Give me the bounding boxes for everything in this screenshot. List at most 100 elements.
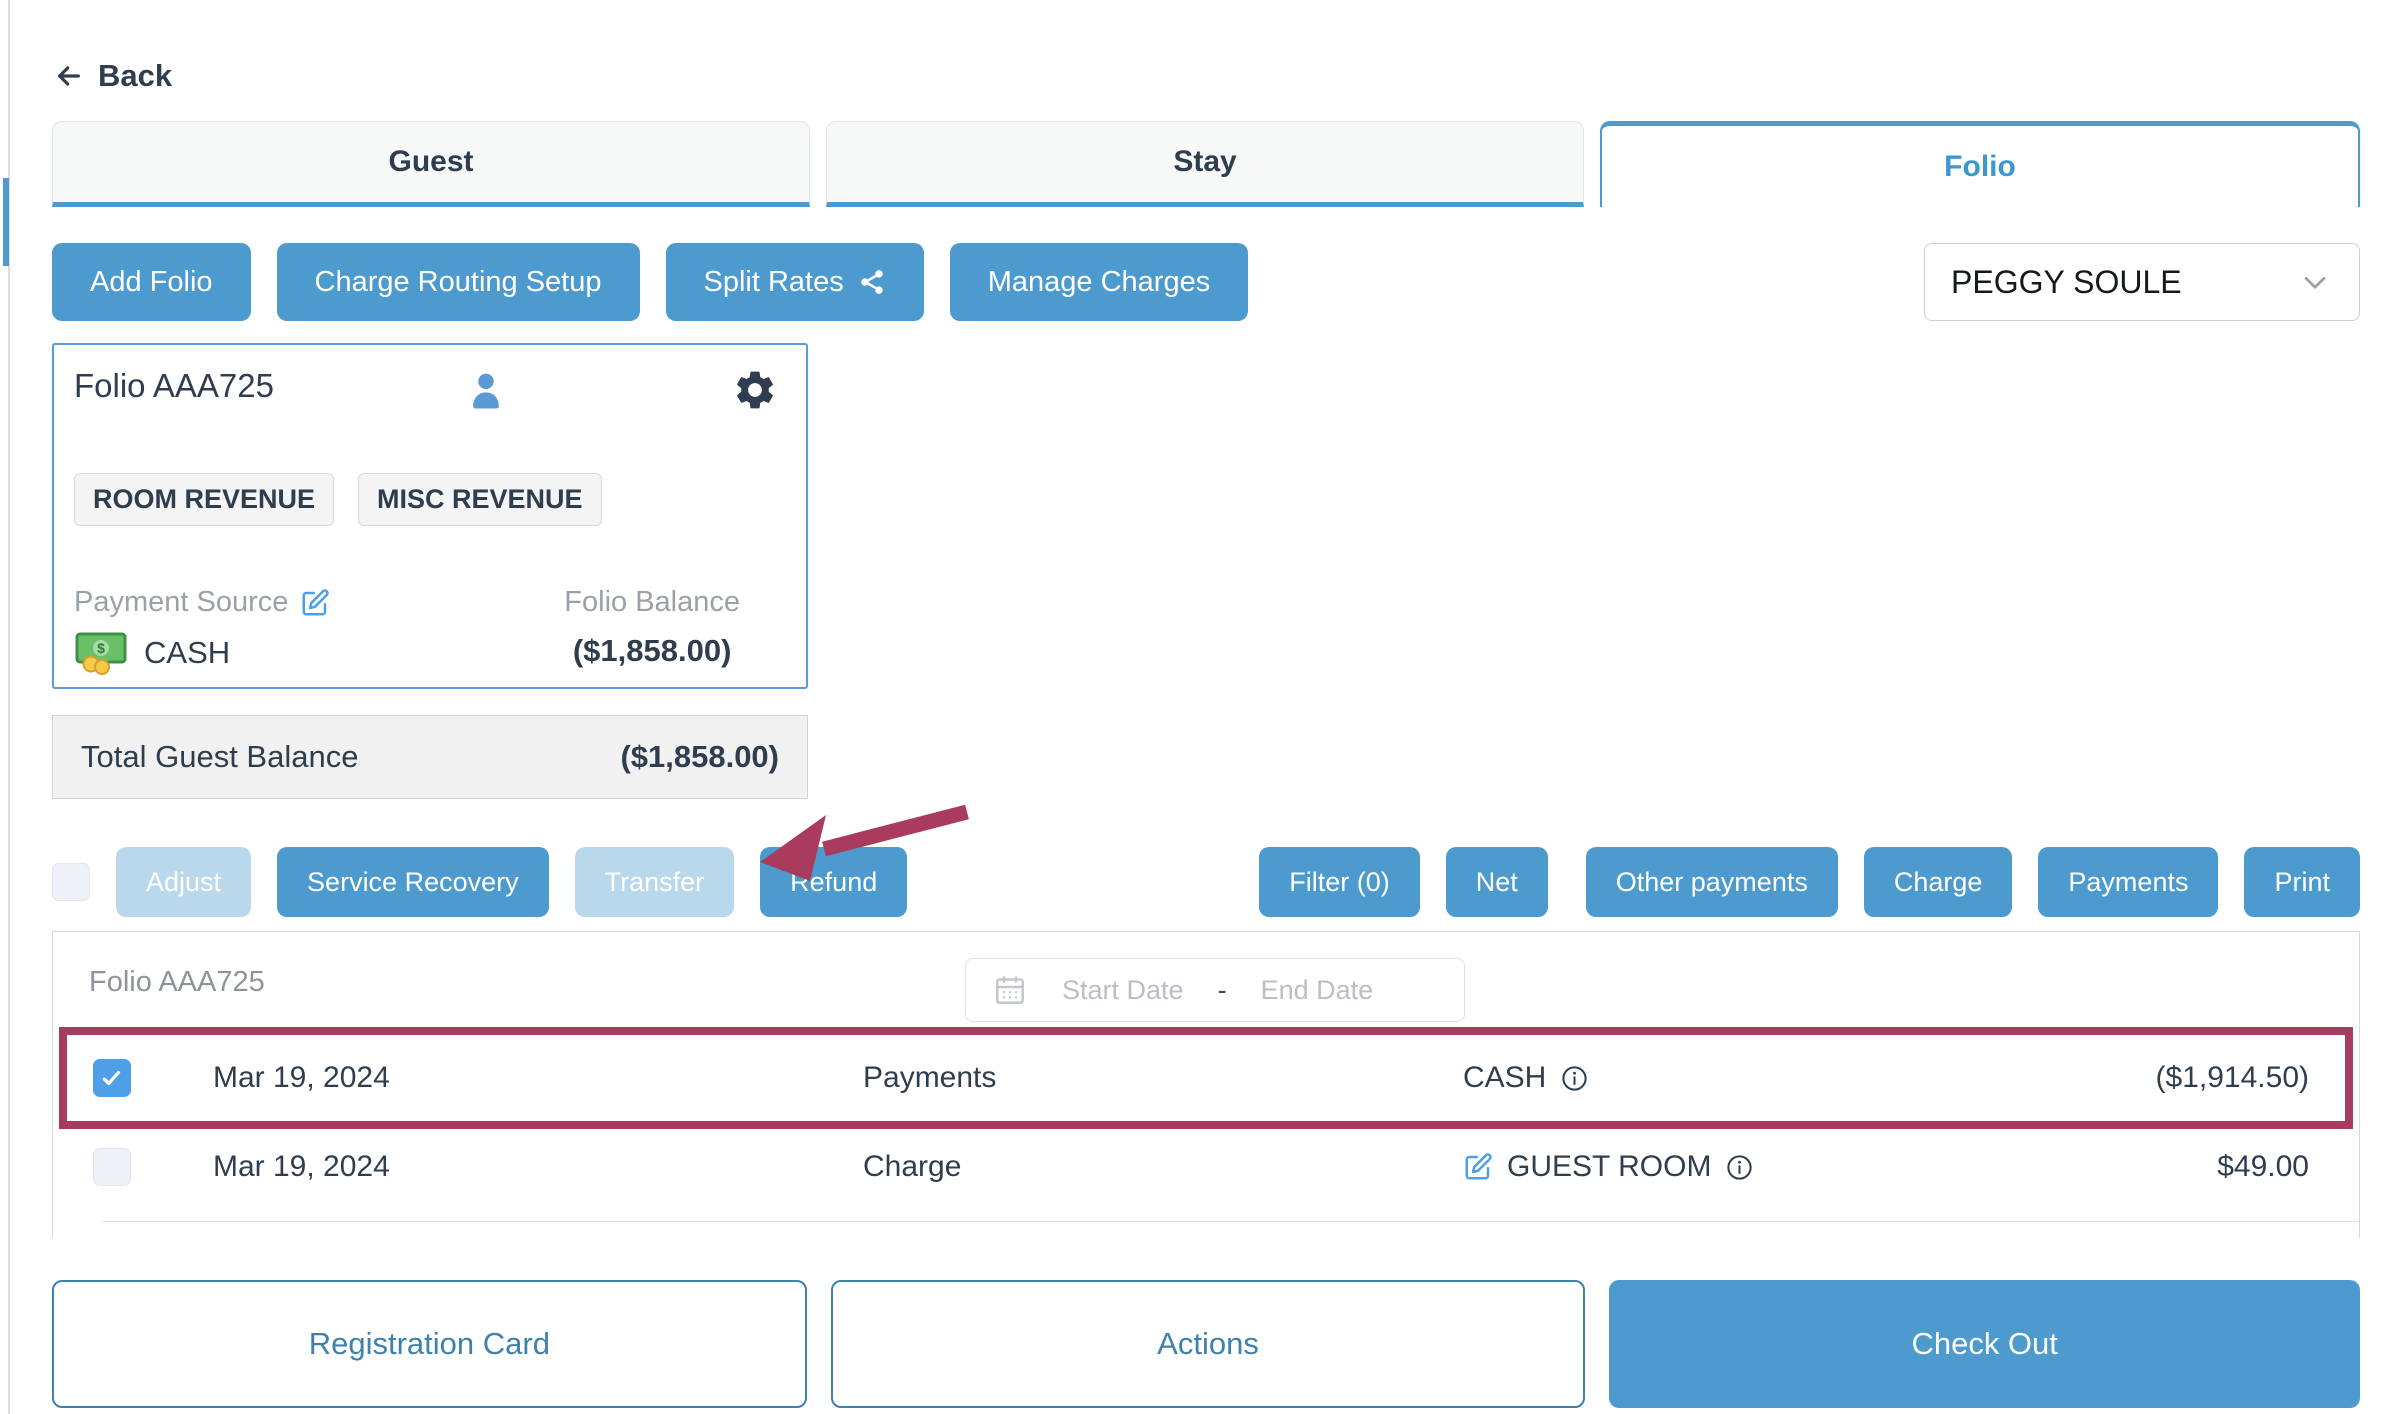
print-button[interactable]: Print — [2244, 847, 2360, 917]
actions-label: Actions — [1157, 1326, 1259, 1361]
folio-balance-label: Folio Balance — [564, 586, 740, 618]
tab-folio-label: Folio — [1944, 149, 2016, 183]
check-icon — [102, 1070, 121, 1086]
folio-card-bottom: Payment Source $ CASH Folio Balance — [74, 586, 786, 675]
check-out-label: Check Out — [1911, 1326, 2058, 1361]
transaction-description-text: CASH — [1463, 1061, 1547, 1094]
revenue-tag-row: ROOM REVENUE MISC REVENUE — [74, 473, 786, 526]
folio-balance-block: Folio Balance ($1,858.00) — [564, 586, 786, 675]
transaction-actions-row: Adjust Service Recovery Transfer Refund … — [52, 847, 2360, 917]
charge-button[interactable]: Charge — [1863, 847, 2013, 917]
service-recovery-button[interactable]: Service Recovery — [277, 847, 549, 917]
total-guest-balance-value: ($1,858.00) — [620, 739, 779, 774]
transaction-date: Mar 19, 2024 — [213, 1061, 390, 1094]
row-checkbox-checked[interactable] — [93, 1059, 131, 1097]
row-checkbox-cell — [93, 1148, 213, 1186]
folio-card-title: Folio AAA725 — [74, 367, 274, 404]
transaction-description: CASH — [1463, 1061, 1889, 1095]
info-icon[interactable] — [1560, 1064, 1589, 1093]
tag-misc-revenue: MISC REVENUE — [358, 473, 602, 526]
adjust-button[interactable]: Adjust — [116, 847, 252, 917]
actions-button[interactable]: Actions — [830, 1280, 1586, 1408]
manage-charges-button[interactable]: Manage Charges — [949, 243, 1249, 321]
filter-label: Filter (0) — [1289, 866, 1390, 897]
start-date-placeholder[interactable]: Start Date — [1062, 974, 1184, 1005]
transaction-row-charge: Mar 19, 2024 Charge GUEST ROOM $49.00 — [53, 1129, 2359, 1205]
refund-button[interactable]: Refund — [760, 847, 908, 917]
folio-balance-value: ($1,858.00) — [572, 633, 732, 668]
date-range-picker[interactable]: Start Date - End Date — [965, 958, 1465, 1022]
total-guest-balance-bar: Total Guest Balance ($1,858.00) — [52, 715, 808, 799]
adjust-label: Adjust — [146, 866, 222, 897]
other-payments-button[interactable]: Other payments — [1585, 847, 1838, 917]
charge-routing-setup-button[interactable]: Charge Routing Setup — [276, 243, 640, 321]
add-folio-button[interactable]: Add Folio — [52, 243, 251, 321]
back-button[interactable]: Back — [52, 56, 172, 96]
tab-bar: Guest Stay Folio — [52, 121, 2360, 207]
chevron-down-icon — [2304, 276, 2326, 289]
tab-stay[interactable]: Stay — [826, 121, 1584, 207]
charge-routing-label: Charge Routing Setup — [314, 265, 602, 298]
filter-button[interactable]: Filter (0) — [1259, 847, 1420, 917]
tab-folio[interactable]: Folio — [1600, 121, 2360, 207]
payments-label: Payments — [2068, 866, 2189, 897]
guest-selector-dropdown[interactable]: PEGGY SOULE — [1924, 243, 2360, 321]
tab-guest[interactable]: Guest — [52, 121, 810, 207]
select-all-checkbox[interactable] — [52, 863, 90, 901]
row-checkbox-unchecked[interactable] — [93, 1148, 131, 1186]
cash-money-icon: $ — [75, 632, 127, 675]
left-accent-bar — [3, 178, 9, 266]
folio-card-header: Folio AAA725 — [74, 367, 786, 415]
edit-charge-icon[interactable] — [1463, 1152, 1493, 1182]
transaction-date: Mar 19, 2024 — [213, 1150, 390, 1183]
row-divider — [101, 1221, 2359, 1222]
calendar-icon — [995, 976, 1025, 1005]
net-button[interactable]: Net — [1445, 847, 1548, 917]
print-label: Print — [2274, 866, 2330, 897]
date-separator: - — [1217, 974, 1227, 1005]
payments-button[interactable]: Payments — [2038, 847, 2219, 917]
guest-person-icon[interactable] — [464, 369, 508, 415]
registration-card-button[interactable]: Registration Card — [52, 1280, 807, 1408]
transactions-table: Folio AAA725 Start Date - End Date Mar 1… — [52, 931, 2360, 1238]
right-action-group: Other payments Charge Payments Print — [1585, 847, 2360, 917]
panel-edge-line — [8, 0, 10, 1414]
tag-room-revenue: ROOM REVENUE — [74, 473, 335, 526]
row-checkbox-cell — [93, 1059, 213, 1097]
transfer-button[interactable]: Transfer — [574, 847, 735, 917]
transfer-label: Transfer — [604, 866, 705, 897]
add-folio-label: Add Folio — [90, 265, 213, 298]
split-rates-button[interactable]: Split Rates — [665, 243, 924, 321]
folio-toolbar: Add Folio Charge Routing Setup Split Rat… — [52, 243, 2360, 321]
payment-source-value: CASH — [144, 635, 231, 670]
transaction-type: Charge — [863, 1150, 962, 1183]
footer-actions: Registration Card Actions Check Out — [52, 1280, 2361, 1408]
payment-source-block: Payment Source $ CASH — [74, 586, 330, 675]
info-icon[interactable] — [1725, 1153, 1754, 1182]
transaction-description: GUEST ROOM — [1463, 1150, 1889, 1184]
transactions-table-header: Folio AAA725 Start Date - End Date — [53, 932, 2359, 1027]
transactions-folio-label: Folio AAA725 — [89, 966, 265, 998]
folio-card: Folio AAA725 ROOM REVENUE MISC REVENUE P… — [52, 343, 808, 689]
share-icon — [861, 270, 883, 294]
back-label: Back — [98, 58, 173, 93]
transaction-amount: $49.00 — [2217, 1150, 2309, 1183]
transaction-amount: ($1,914.50) — [2155, 1061, 2309, 1094]
folio-settings-gear-icon[interactable] — [732, 367, 778, 413]
tab-guest-label: Guest — [388, 145, 474, 178]
edit-payment-source-icon[interactable] — [300, 588, 330, 618]
check-out-button[interactable]: Check Out — [1609, 1280, 2361, 1408]
net-label: Net — [1475, 866, 1518, 897]
transaction-description-text: GUEST ROOM — [1507, 1150, 1712, 1183]
end-date-placeholder[interactable]: End Date — [1260, 974, 1374, 1005]
total-guest-balance-label: Total Guest Balance — [81, 739, 359, 774]
transaction-row-payment: Mar 19, 2024 Payments CASH ($1,914.50) — [67, 1035, 2345, 1121]
service-recovery-label: Service Recovery — [307, 866, 519, 897]
svg-text:$: $ — [97, 640, 105, 656]
refund-label: Refund — [790, 866, 878, 897]
payment-source-label: Payment Source — [74, 586, 289, 618]
other-payments-label: Other payments — [1615, 866, 1808, 897]
back-arrow-icon — [58, 66, 80, 86]
tab-stay-label: Stay — [1173, 145, 1237, 178]
